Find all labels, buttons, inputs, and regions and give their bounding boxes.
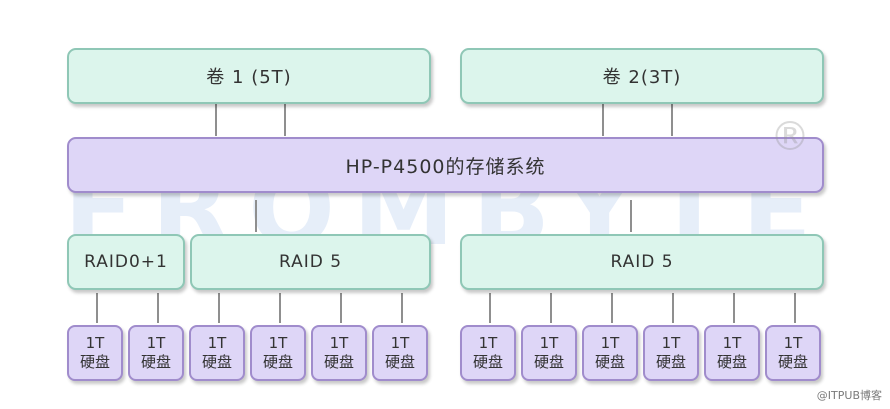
disk-size: 1T (390, 334, 410, 352)
connector-line (340, 293, 342, 323)
disk-type: 硬盘 (384, 353, 415, 371)
connector-line (672, 293, 674, 323)
connector-line (279, 293, 281, 323)
connector-line (489, 293, 491, 323)
disk-size: 1T (722, 334, 742, 352)
connector-line (630, 200, 632, 232)
connector-line (215, 104, 217, 136)
disk-type: 硬盘 (533, 353, 564, 371)
connector-line (284, 104, 286, 136)
raid-5-box-2: RAID 5 (460, 234, 824, 290)
disk-type: 硬盘 (140, 353, 171, 371)
registered-mark: ® (770, 114, 810, 160)
connector-line (401, 293, 403, 323)
disk-size: 1T (207, 334, 227, 352)
volume-2-box: 卷 2(3T) (460, 48, 824, 104)
disk-type: 硬盘 (79, 353, 110, 371)
disk-type: 硬盘 (262, 353, 293, 371)
connector-line (96, 293, 98, 323)
disk-size: 1T (85, 334, 105, 352)
disk-type: 硬盘 (472, 353, 503, 371)
connector-line (611, 293, 613, 323)
disk-type: 硬盘 (777, 353, 808, 371)
disk-size: 1T (600, 334, 620, 352)
connector-line (218, 293, 220, 323)
disk-type: 硬盘 (655, 353, 686, 371)
disk-size: 1T (539, 334, 559, 352)
connector-line (671, 104, 673, 136)
connector-line (157, 293, 159, 323)
connector-line (255, 200, 257, 232)
source-credit: @ITPUB博客 (816, 389, 882, 402)
disk-size: 1T (661, 334, 681, 352)
disk-type: 硬盘 (201, 353, 232, 371)
disk-size: 1T (146, 334, 166, 352)
connector-line (794, 293, 796, 323)
connector-line (602, 104, 604, 136)
disk-type: 硬盘 (323, 353, 354, 371)
disk-type: 硬盘 (716, 353, 747, 371)
raid-0-1-box: RAID0+1 (67, 234, 185, 290)
disk-size: 1T (329, 334, 349, 352)
disk-type: 硬盘 (594, 353, 625, 371)
volume-1-box: 卷 1 (5T) (67, 48, 431, 104)
connector-line (733, 293, 735, 323)
connector-line (550, 293, 552, 323)
disk-size: 1T (783, 334, 803, 352)
disk-size: 1T (478, 334, 498, 352)
disk-size: 1T (268, 334, 288, 352)
raid-5-box-1: RAID 5 (190, 234, 431, 290)
storage-system-box: HP-P4500的存储系统 (67, 137, 824, 193)
